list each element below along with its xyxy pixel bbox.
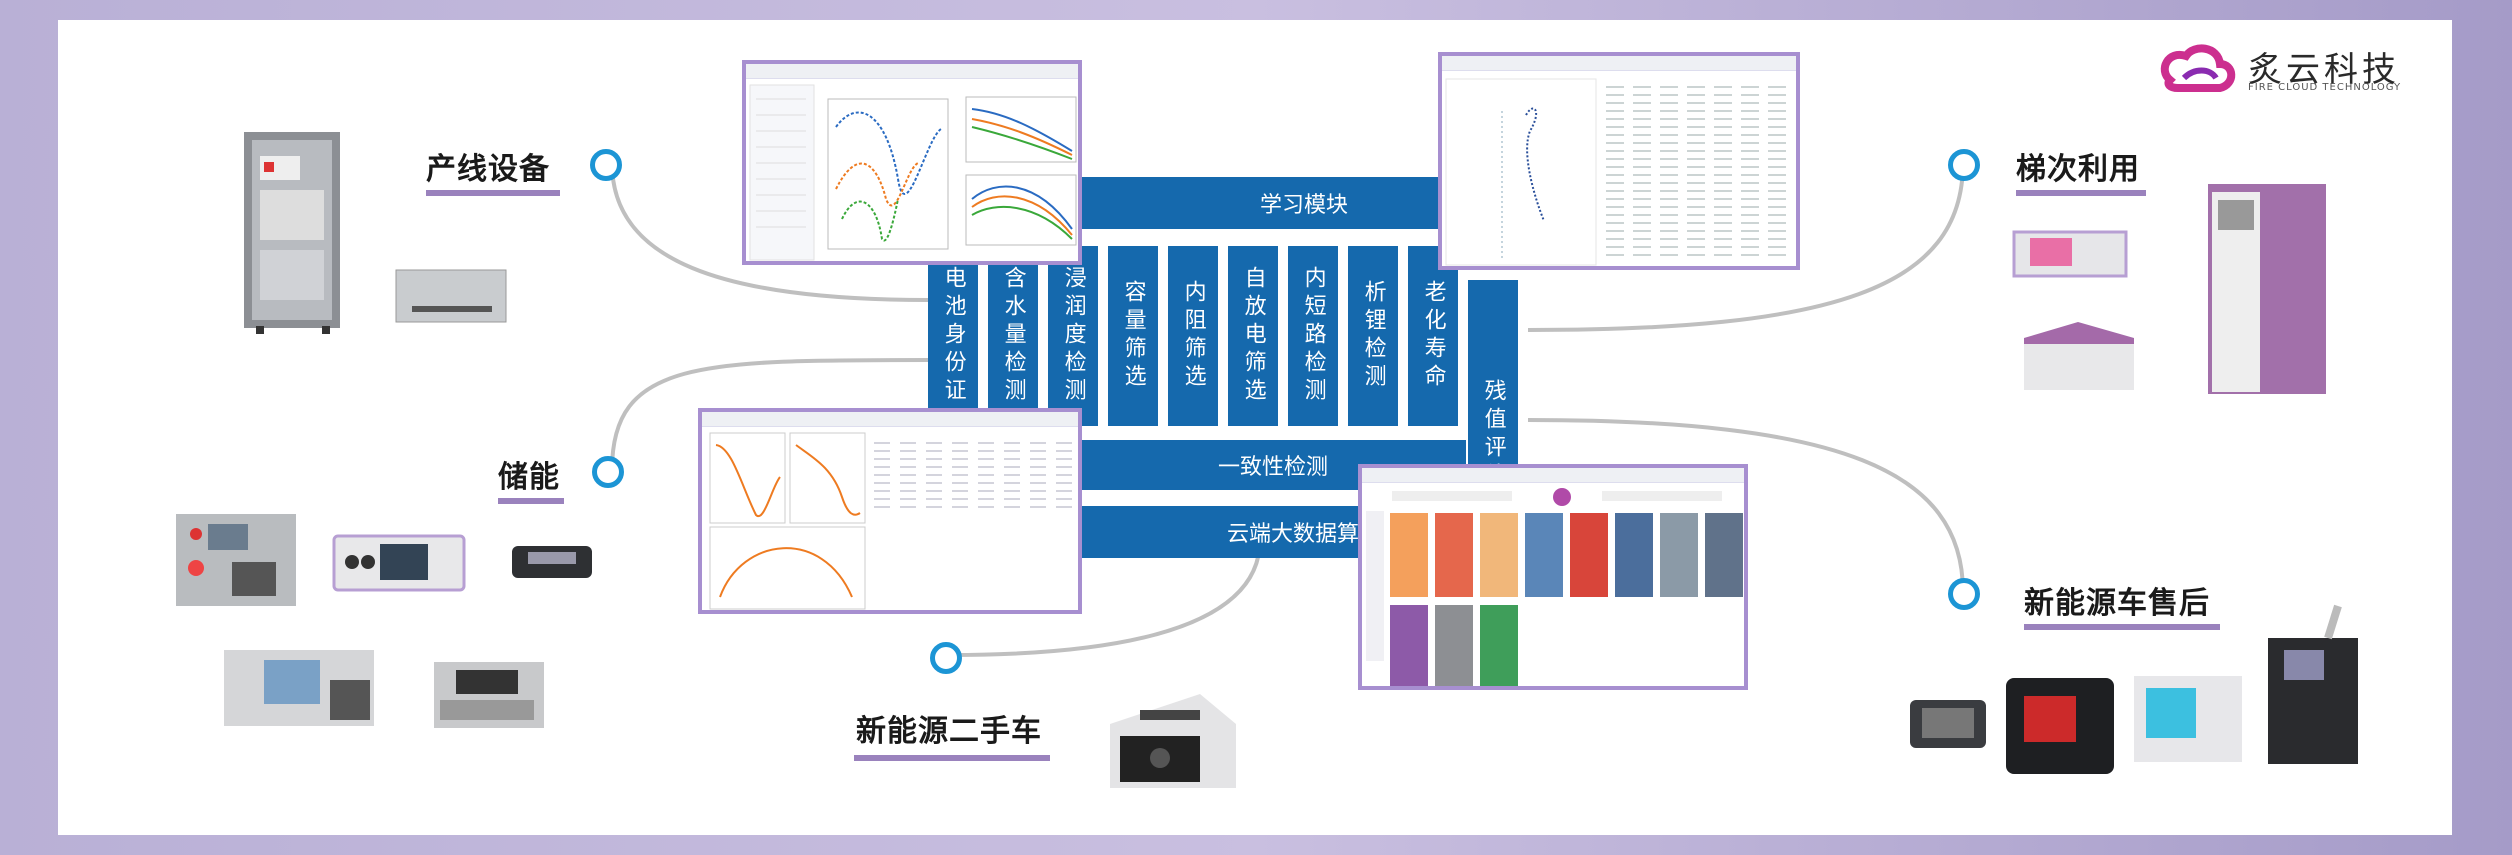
consistency-label: 一致性检测	[1217, 455, 1328, 480]
label-used-car: 新能源二手车	[856, 714, 1042, 749]
detection-column-label: 电池身份证	[940, 266, 966, 406]
label-energy-storage: 储能	[498, 460, 560, 495]
detection-column: 内阻筛选	[1168, 246, 1218, 426]
node-icon	[1948, 149, 1980, 181]
detection-column: 老化寿命	[1408, 246, 1458, 426]
after-sales-blue-tester-image	[2134, 676, 2242, 762]
detection-column: 自放电筛选	[1228, 246, 1278, 426]
underline-after-sales	[2024, 624, 2220, 630]
storage-small-device-image	[512, 546, 592, 578]
production-cabinet-image	[244, 132, 340, 334]
line-storage	[610, 358, 929, 471]
storage-display-image	[332, 534, 466, 592]
storage-desktop-tester-image	[224, 650, 374, 726]
detection-column: 浸润度检测	[1048, 246, 1098, 426]
line-used-car	[949, 539, 1262, 657]
line-echelon	[1527, 162, 1965, 332]
brand-name: 炙云科技	[2248, 50, 2400, 90]
detection-column: 内短路检测	[1288, 246, 1338, 426]
detection-column: 含水量检测	[988, 246, 1038, 426]
detection-column: 容量筛选	[1108, 246, 1158, 426]
detection-column-label: 浸润度检测	[1060, 266, 1086, 406]
node-icon	[592, 456, 624, 488]
arc-plot-icon	[709, 432, 1072, 610]
used-car-device-image	[1110, 694, 1236, 788]
curve-plot-icon	[749, 84, 1077, 261]
detection-column-label: 老化寿命	[1420, 280, 1446, 392]
echelon-box-image	[2024, 322, 2134, 390]
software-screenshot-curves	[742, 60, 1082, 265]
echelon-unit-image	[2012, 230, 2128, 278]
after-sales-tower-image	[2268, 604, 2358, 764]
underline-used-car	[854, 755, 1050, 761]
storage-tester-image	[176, 514, 296, 606]
table-plot-icon	[1445, 78, 1786, 266]
brand-name-en: FIRE CLOUD TECHNOLOGY	[2248, 82, 2402, 93]
storage-bench-device-image	[434, 662, 544, 728]
software-screenshot-arcs	[698, 408, 1082, 614]
dashboard-cards-icon	[1366, 488, 1743, 686]
software-screenshot-dashboard	[1358, 464, 1748, 690]
underline-storage	[498, 498, 564, 504]
after-sales-handheld-image	[1910, 700, 1986, 748]
node-icon	[930, 642, 962, 674]
learning-module-label: 学习模块	[1259, 193, 1348, 218]
detection-column: 析锂检测	[1348, 246, 1398, 426]
logo-icon	[2160, 44, 2236, 92]
line-production	[610, 162, 929, 302]
cloud-algorithm-label: 云端大数据算法	[1226, 522, 1381, 547]
detection-column-label: 内短路检测	[1300, 266, 1326, 406]
echelon-cabinet-image	[2208, 184, 2326, 394]
production-box-image	[395, 269, 507, 323]
detection-column-label: 内阻筛选	[1180, 280, 1206, 392]
detection-column-label: 含水量检测	[1000, 266, 1026, 406]
detection-column-label: 容量筛选	[1120, 280, 1146, 392]
line-after-sales	[1527, 418, 1965, 593]
detection-column-label: 析锂检测	[1360, 280, 1386, 392]
software-screenshot-table	[1438, 52, 1800, 270]
node-icon	[590, 149, 622, 181]
label-after-sales: 新能源车售后	[2024, 586, 2210, 621]
node-icon	[1948, 578, 1980, 610]
after-sales-charger-image	[2006, 678, 2114, 774]
label-production-line: 产线设备	[426, 152, 550, 187]
underline-echelon	[2016, 190, 2146, 196]
detection-column-label: 自放电筛选	[1240, 266, 1266, 406]
underline-production	[426, 190, 560, 196]
label-echelon-use: 梯次利用	[2016, 152, 2140, 187]
detection-column: 电池身份证	[928, 246, 978, 426]
